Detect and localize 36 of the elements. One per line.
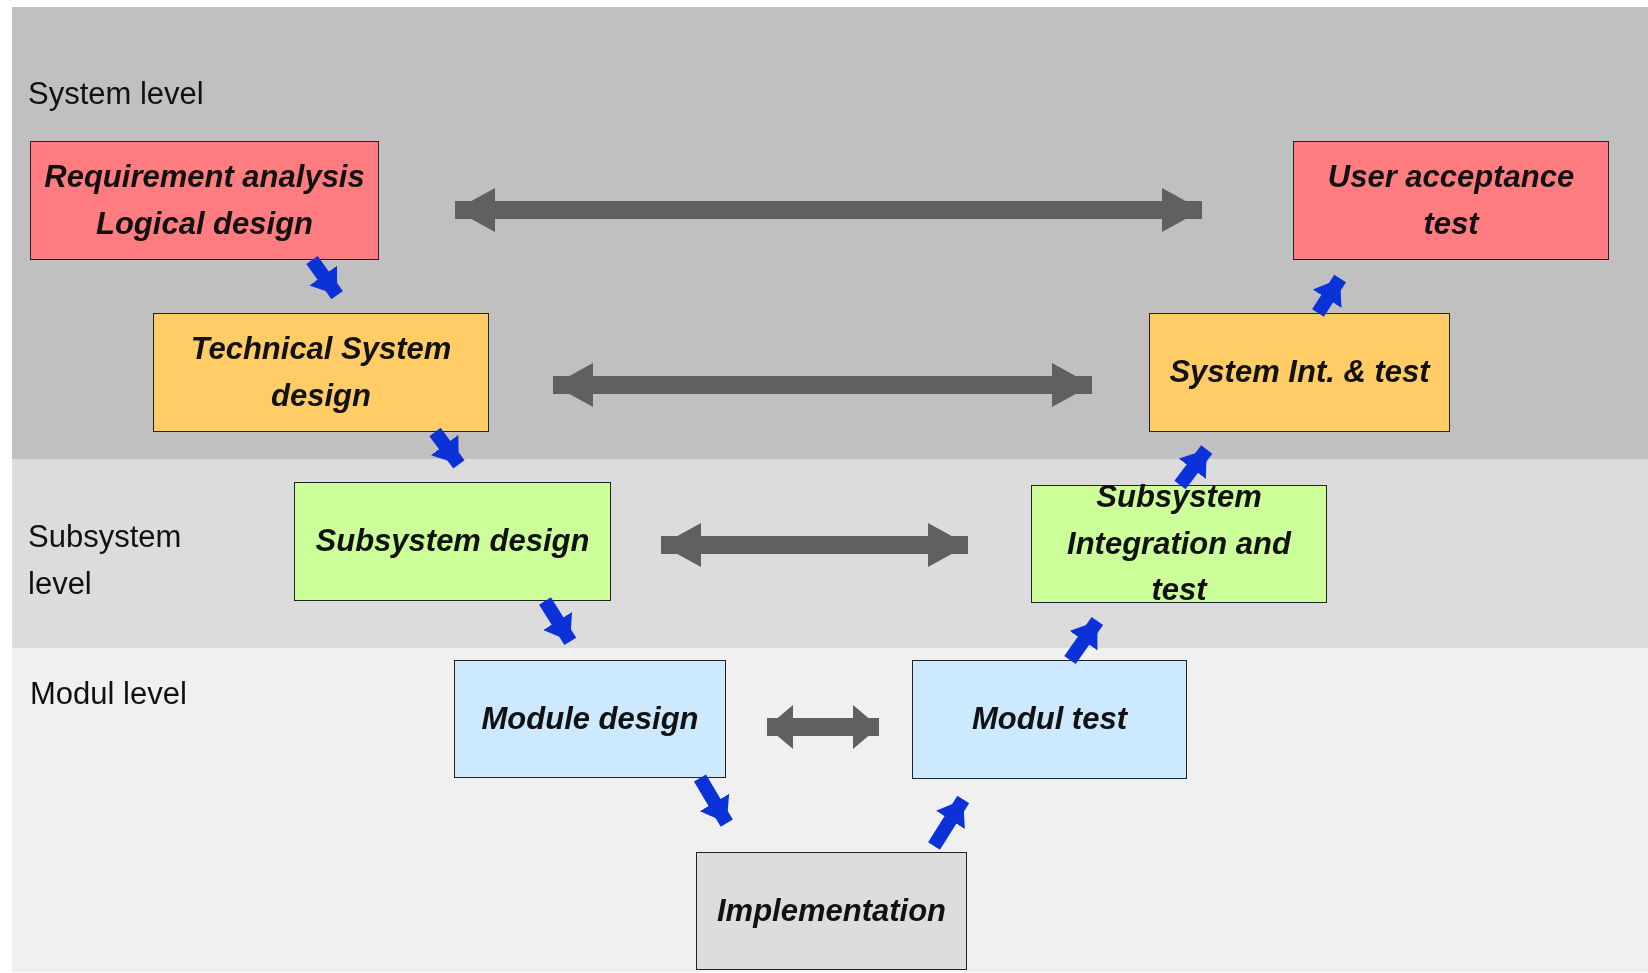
box-label: System Int. & test [1168, 353, 1432, 392]
arrow [1312, 274, 1346, 317]
arrow [694, 774, 733, 827]
arrow [539, 597, 577, 646]
level-band [12, 648, 1648, 972]
double-arrow [455, 188, 1202, 232]
process-box [153, 313, 489, 432]
box-label: User acceptance test [1326, 158, 1576, 243]
box-label: Modul test [971, 700, 1129, 739]
level-label: Modul level [30, 675, 188, 713]
double-arrow [553, 363, 1092, 407]
process-box [454, 660, 726, 778]
box-label: Requirement analysis Logical design [43, 158, 366, 243]
arrow [1064, 617, 1104, 664]
box-label: Module design [480, 699, 700, 738]
double-arrow [767, 705, 879, 749]
box-label: Subsystem Integration and test [1066, 478, 1293, 610]
process-box [696, 852, 967, 970]
arrow [1174, 445, 1213, 490]
arrow [306, 255, 343, 300]
process-box [912, 660, 1187, 779]
box-label: Subsystem design [314, 522, 591, 561]
level-label: System level [28, 75, 205, 113]
process-box [1149, 313, 1450, 432]
process-box [1293, 141, 1609, 260]
process-box [30, 141, 379, 260]
box-label: Implementation [715, 891, 948, 930]
arrow [429, 427, 465, 469]
double-arrow [661, 523, 968, 567]
process-box [294, 482, 611, 601]
arrow [928, 795, 970, 850]
level-band [12, 459, 1648, 648]
level-label: Subsystem level [28, 518, 183, 603]
process-box [1031, 485, 1327, 603]
level-band [12, 7, 1648, 459]
box-label: Technical System design [189, 330, 453, 415]
